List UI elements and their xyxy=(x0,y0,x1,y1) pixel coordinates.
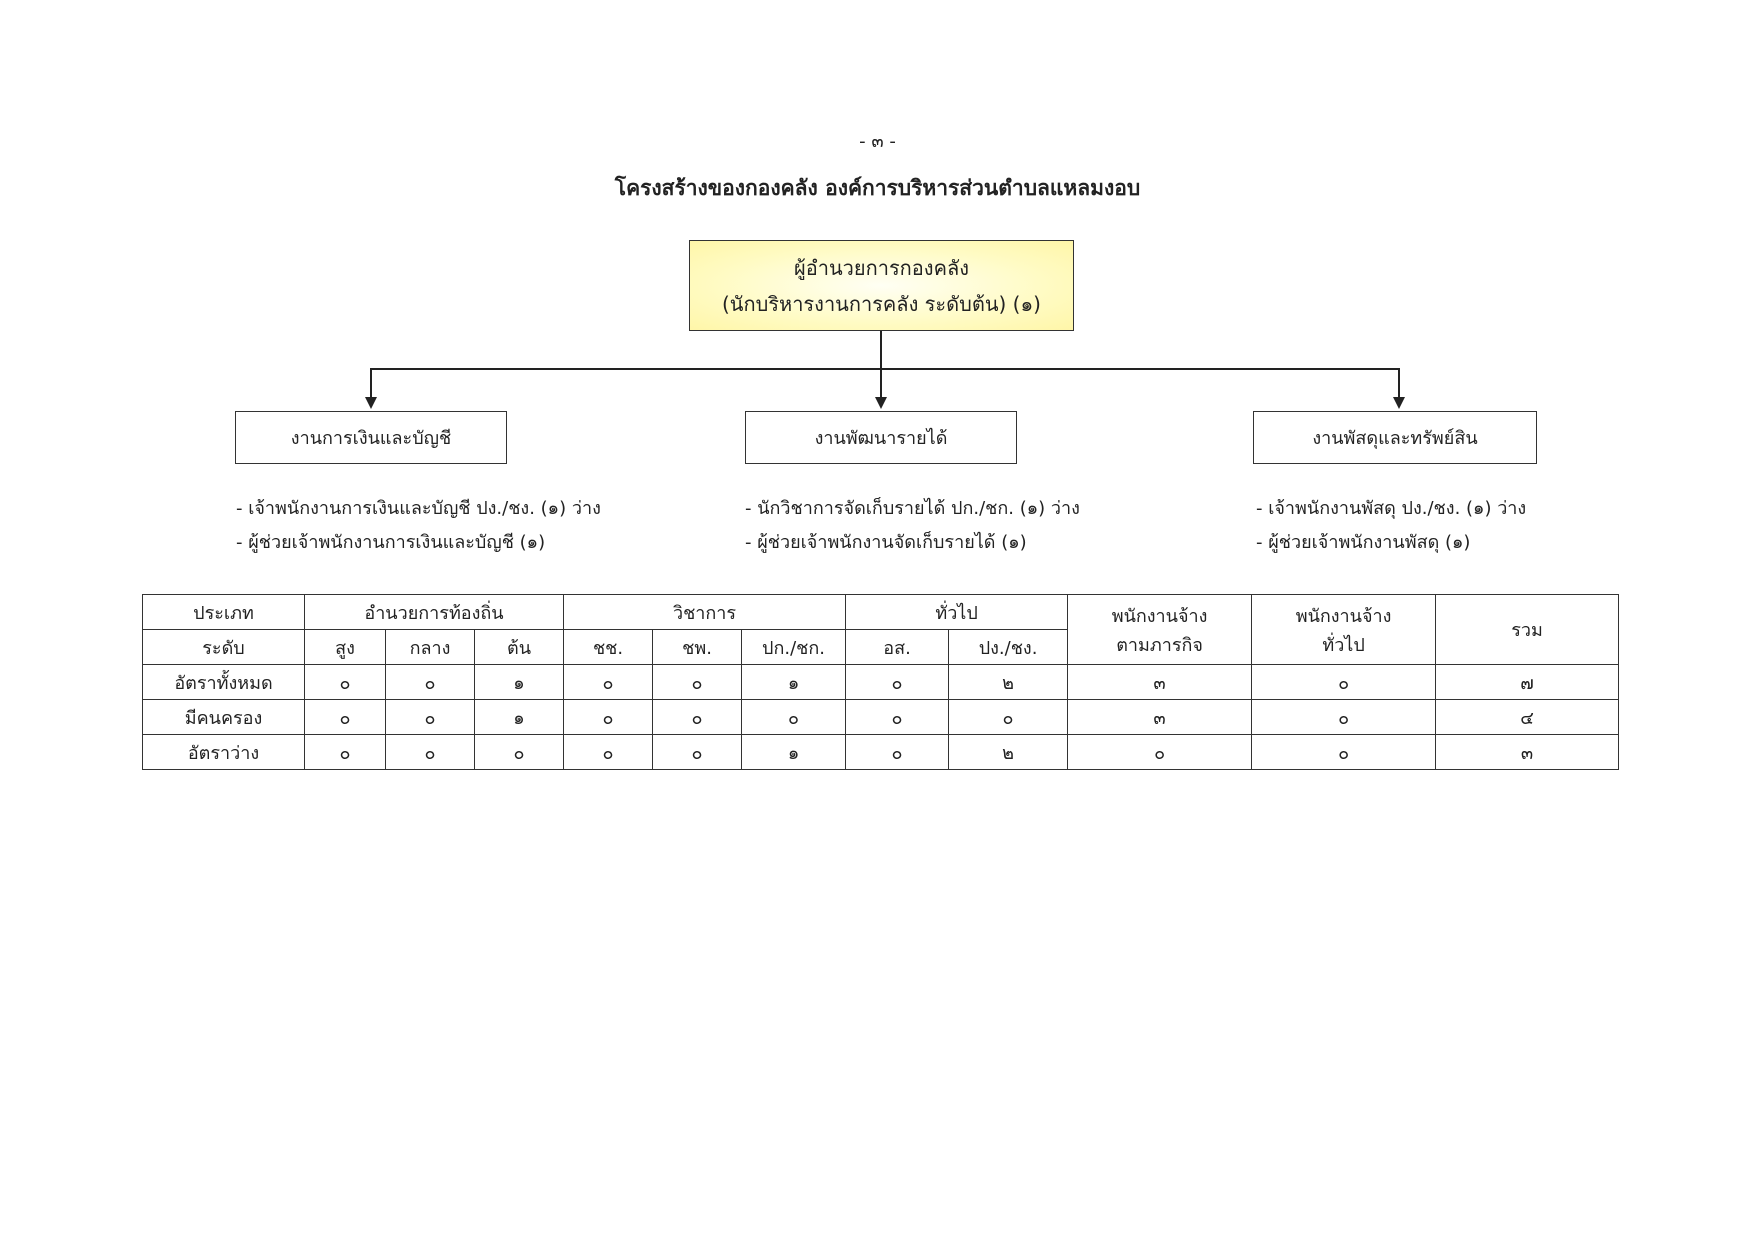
table-cell: ๐ xyxy=(304,664,386,700)
header-line: ตามภารกิจ xyxy=(1116,634,1203,656)
staff-table: ประเภท อำนวยการท้องถิ่น วิชาการ ทั่วไป พ… xyxy=(142,594,1620,770)
table-cell: ๒ xyxy=(948,734,1069,770)
header-line: พนักงานจ้าง xyxy=(1295,605,1392,627)
table-cell: ๗ xyxy=(1435,664,1620,700)
section-box-finance: งานการเงินและบัญชี xyxy=(235,411,507,464)
table-cell: ๐ xyxy=(741,699,847,735)
table-cell: ๐ xyxy=(563,734,654,770)
header-line: พนักงานจ้าง xyxy=(1111,605,1208,627)
group-header: วิชาการ xyxy=(563,594,847,630)
table-cell: ๑ xyxy=(741,664,847,700)
total-header: รวม xyxy=(1435,594,1620,665)
level-header: ปก./ชก. xyxy=(741,629,847,665)
table-cell: ๐ xyxy=(473,734,565,770)
table-cell: ๑ xyxy=(473,664,565,700)
section-title: งานพัสดุและทรัพย์สิน xyxy=(1312,428,1478,449)
table-cell: ๐ xyxy=(385,699,475,735)
page-title: โครงสร้างของกองคลัง องค์การบริหารส่วนตำบ… xyxy=(614,176,1141,200)
row-label: มีคนครอง xyxy=(142,699,305,735)
table-cell: ๐ xyxy=(652,664,743,700)
table-cell: ๓ xyxy=(1067,699,1253,735)
table-cell: ๐ xyxy=(845,699,950,735)
table-cell: ๐ xyxy=(845,734,950,770)
table-cell: ๐ xyxy=(1251,734,1437,770)
table-cell: ๐ xyxy=(385,734,475,770)
table-header-row: ประเภท อำนวยการท้องถิ่น วิชาการ ทั่วไป พ… xyxy=(142,594,1620,665)
page-number: - ๓ - xyxy=(859,131,896,152)
type-label: ประเภท xyxy=(142,594,305,630)
table-cell: ๐ xyxy=(563,664,654,700)
level-header: สูง xyxy=(304,629,386,665)
director-box: ผู้อำนวยการกองคลัง (นักบริหารงานการคลัง … xyxy=(689,240,1074,331)
table-cell: ๑ xyxy=(741,734,847,770)
level-header: อส. xyxy=(845,629,950,665)
section-box-revenue: งานพัฒนารายได้ xyxy=(745,411,1017,464)
section-title: งานการเงินและบัญชี xyxy=(290,428,452,449)
duty-item: - ผู้ช่วยเจ้าพนักงานการเงินและบัญชี (๑) xyxy=(236,532,546,553)
group-header: ทั่วไป xyxy=(845,594,1069,630)
table-cell: ๓ xyxy=(1067,664,1253,700)
level-header: ปง./ชง. xyxy=(948,629,1069,665)
duty-item: - นักวิชาการจัดเก็บรายได้ ปก./ชก. (๑) ว่… xyxy=(745,498,1080,519)
table-cell: ๐ xyxy=(1251,664,1437,700)
contract-general-header: พนักงานจ้าง ทั่วไป xyxy=(1251,594,1437,665)
duty-item: - เจ้าพนักงานการเงินและบัญชี ปง./ชง. (๑)… xyxy=(236,498,601,519)
director-position: (นักบริหารงานการคลัง ระดับต้น) (๑) xyxy=(722,291,1041,316)
arrow-down-icon xyxy=(365,397,377,409)
level-header: ชพ. xyxy=(652,629,743,665)
duty-item: - ผู้ช่วยเจ้าพนักงานพัสดุ (๑) xyxy=(1256,532,1471,553)
row-label: อัตราว่าง xyxy=(142,734,305,770)
table-row: อัตราทั้งหมด๐๐๑๐๐๑๐๒๓๐๗ xyxy=(142,664,1620,700)
table-cell: ๐ xyxy=(563,699,654,735)
table-cell: ๒ xyxy=(948,664,1069,700)
table-row: มีคนครอง๐๐๑๐๐๐๐๐๓๐๔ xyxy=(142,699,1620,735)
table-cell: ๐ xyxy=(385,664,475,700)
table-cell: ๐ xyxy=(1067,734,1253,770)
table-cell: ๐ xyxy=(948,699,1069,735)
header-line: ทั่วไป xyxy=(1322,634,1365,656)
arrow-down-icon xyxy=(1393,397,1405,409)
section-box-supplies: งานพัสดุและทรัพย์สิน xyxy=(1253,411,1537,464)
table-cell: ๐ xyxy=(1251,699,1437,735)
table-level-row: ระดับ สูง กลาง ต้น ชช. ชพ. ปก./ชก. อส. ป… xyxy=(142,629,1619,665)
level-label: ระดับ xyxy=(142,629,305,665)
level-header: ต้น xyxy=(473,629,565,665)
table-cell: ๐ xyxy=(652,734,743,770)
table-cell: ๐ xyxy=(652,699,743,735)
contract-mission-header: พนักงานจ้าง ตามภารกิจ xyxy=(1067,594,1253,665)
duties-revenue: - นักวิชาการจัดเก็บรายได้ ปก./ชก. (๑) ว่… xyxy=(745,492,1080,560)
group-header: อำนวยการท้องถิ่น xyxy=(303,594,565,630)
duty-item: - เจ้าพนักงานพัสดุ ปง./ชง. (๑) ว่าง xyxy=(1256,498,1527,519)
table-row: อัตราว่าง๐๐๐๐๐๑๐๒๐๐๓ xyxy=(142,734,1620,770)
director-title: ผู้อำนวยการกองคลัง xyxy=(794,255,969,280)
duties-supplies: - เจ้าพนักงานพัสดุ ปง./ชง. (๑) ว่าง - ผู… xyxy=(1256,492,1526,560)
row-label: อัตราทั้งหมด xyxy=(142,664,305,700)
table-cell: ๐ xyxy=(304,699,386,735)
table-cell: ๓ xyxy=(1435,734,1620,770)
section-title: งานพัฒนารายได้ xyxy=(814,428,948,449)
level-header: กลาง xyxy=(385,629,475,665)
table-cell: ๔ xyxy=(1435,699,1620,735)
table-cell: ๐ xyxy=(304,734,386,770)
level-header: ชช. xyxy=(563,629,654,665)
arrow-down-icon xyxy=(875,397,887,409)
duties-finance: - เจ้าพนักงานการเงินและบัญชี ปง./ชง. (๑)… xyxy=(236,492,601,560)
table-cell: ๑ xyxy=(473,699,565,735)
table-cell: ๐ xyxy=(845,664,950,700)
duty-item: - ผู้ช่วยเจ้าพนักงานจัดเก็บรายได้ (๑) xyxy=(745,532,1027,553)
